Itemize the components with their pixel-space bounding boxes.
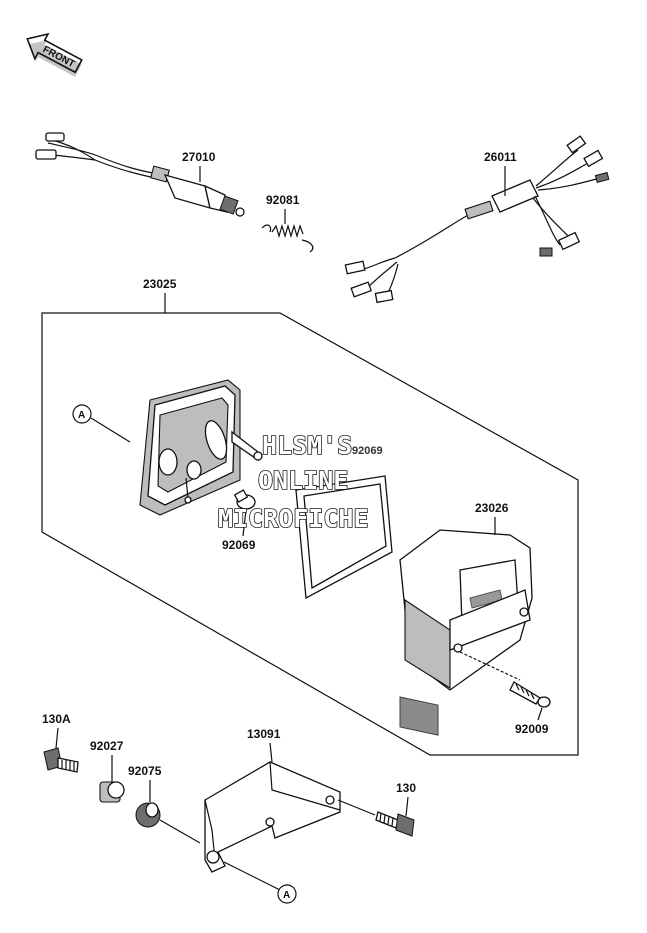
label-130: 130 (396, 781, 416, 795)
part-92081-spring (261, 223, 314, 253)
watermark-line2: ONLINE (258, 466, 348, 495)
callout-marker-a-lower: A (223, 861, 297, 904)
callout-marker-a-upper: A (72, 404, 131, 443)
front-arrow-icon: FRONT (26, 32, 83, 77)
label-27010: 27010 (182, 150, 216, 164)
part-26011-harness (344, 135, 610, 304)
label-92081: 92081 (266, 193, 300, 207)
label-26011: 26011 (484, 150, 517, 164)
label-130A: 130A (42, 712, 71, 726)
callout-a-upper-label: A (78, 410, 85, 421)
part-gasket (295, 475, 393, 600)
part-27010-switch-assembly (35, 132, 245, 217)
label-92069: 92069 (222, 538, 256, 552)
part-130-bolt (375, 811, 415, 837)
watermark: HLSM'S ONLINE MICROFICHE (217, 430, 369, 534)
label-92069-fragment: 92069 (352, 445, 383, 457)
watermark-line1: HLSM'S (262, 431, 352, 460)
label-92009: 92009 (515, 722, 549, 736)
label-23025: 23025 (143, 277, 177, 291)
part-130A-bolt (43, 747, 79, 773)
part-23026-lens (399, 529, 533, 736)
part-lamp-base (139, 379, 263, 516)
label-92027: 92027 (90, 739, 124, 753)
label-23026: 23026 (475, 501, 509, 515)
callout-a-lower-label: A (283, 890, 290, 901)
part-92009-screw (459, 651, 551, 708)
part-92069-bulb (233, 489, 256, 510)
assembly-outline (41, 312, 579, 756)
part-92075-grommet (135, 802, 201, 844)
watermark-line3: MICROFICHE (218, 504, 369, 533)
label-92075: 92075 (128, 764, 162, 778)
part-13091-bracket (204, 761, 376, 873)
label-13091: 13091 (247, 727, 281, 741)
part-92027-collar (99, 781, 125, 803)
